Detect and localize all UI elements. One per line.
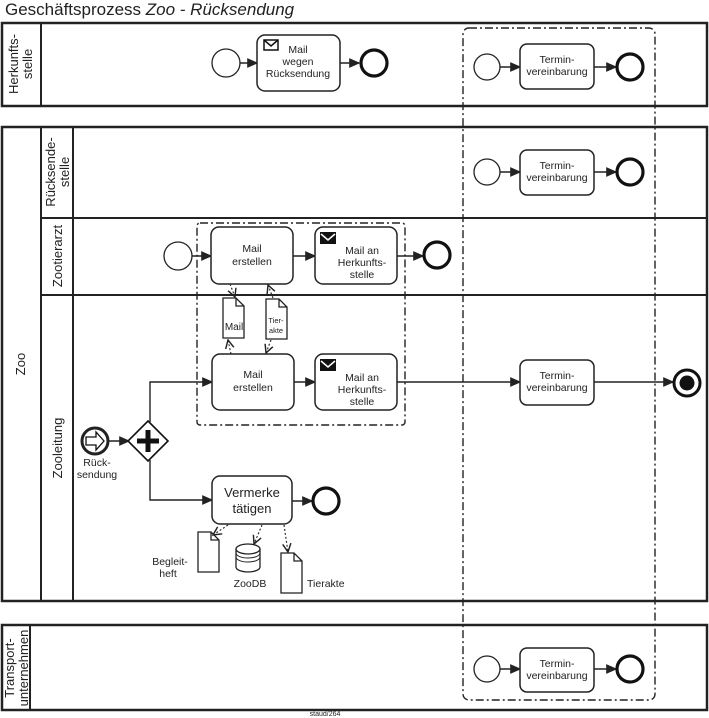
database-icon-zoodb xyxy=(235,543,261,573)
envelope-filled-icon xyxy=(319,358,337,372)
lane-label-zootierarzt: Zootierarzt xyxy=(50,225,65,288)
document-label-mail: Mail xyxy=(225,322,243,333)
pool-label: Zoo xyxy=(13,353,28,375)
footer-reference: staud/264 xyxy=(310,711,341,718)
envelope-filled-icon xyxy=(319,231,337,245)
start-event xyxy=(473,655,501,683)
start-event xyxy=(211,48,241,78)
end-event xyxy=(615,52,645,82)
start-event xyxy=(473,53,501,81)
task-label: Termin-vereinbarung xyxy=(526,370,587,394)
envelope-icon xyxy=(263,39,279,51)
pool-transportunternehmen: Transport-unternehmen Termin-vereinbarun… xyxy=(0,623,709,712)
task-vermerke-taetigen xyxy=(211,475,293,525)
document-icon-begleitheft xyxy=(197,531,220,573)
arrow-icon xyxy=(85,430,105,452)
plus-icon xyxy=(137,430,159,452)
task-terminvereinbarung xyxy=(519,647,595,693)
end-event xyxy=(615,654,645,684)
page-title: Geschäftsprozess Zoo - Rücksendung xyxy=(5,0,295,19)
start-event xyxy=(473,158,501,186)
pool-zoo: Zoo Rücksende-stelle Zootierarzt Zooleit… xyxy=(0,125,709,603)
group-mail xyxy=(196,222,406,426)
document-icon xyxy=(265,298,288,340)
lane-label-ruecksendestelle: Rücksende-stelle xyxy=(43,137,72,206)
end-event xyxy=(311,486,341,516)
lane-label-zooleitung: Zooleitung xyxy=(50,418,65,479)
event-label: Rück-sendung xyxy=(77,457,117,481)
end-event xyxy=(422,240,452,270)
task-label: Termin-vereinbarung xyxy=(526,54,587,78)
group-terminvereinbarung xyxy=(462,27,656,701)
document-label: Tierakte xyxy=(307,578,345,590)
document-label: Begleit-heft xyxy=(152,556,188,580)
pool-label: Transport-unternehmen xyxy=(2,630,31,707)
herkunft-termin: Termin-vereinbarung xyxy=(473,43,645,90)
start-event xyxy=(163,241,193,271)
task-label: Termin-vereinbarung xyxy=(526,658,587,682)
document-icon-tierakte xyxy=(280,552,303,594)
database-label: ZooDB xyxy=(234,578,267,590)
end-event xyxy=(359,48,389,78)
task-label: Termin-vereinbarung xyxy=(526,160,587,184)
pool-label: Herkunfts-stelle xyxy=(6,34,35,94)
document-label-tierakte: Tier-akte xyxy=(268,316,284,335)
end-event xyxy=(615,157,645,187)
